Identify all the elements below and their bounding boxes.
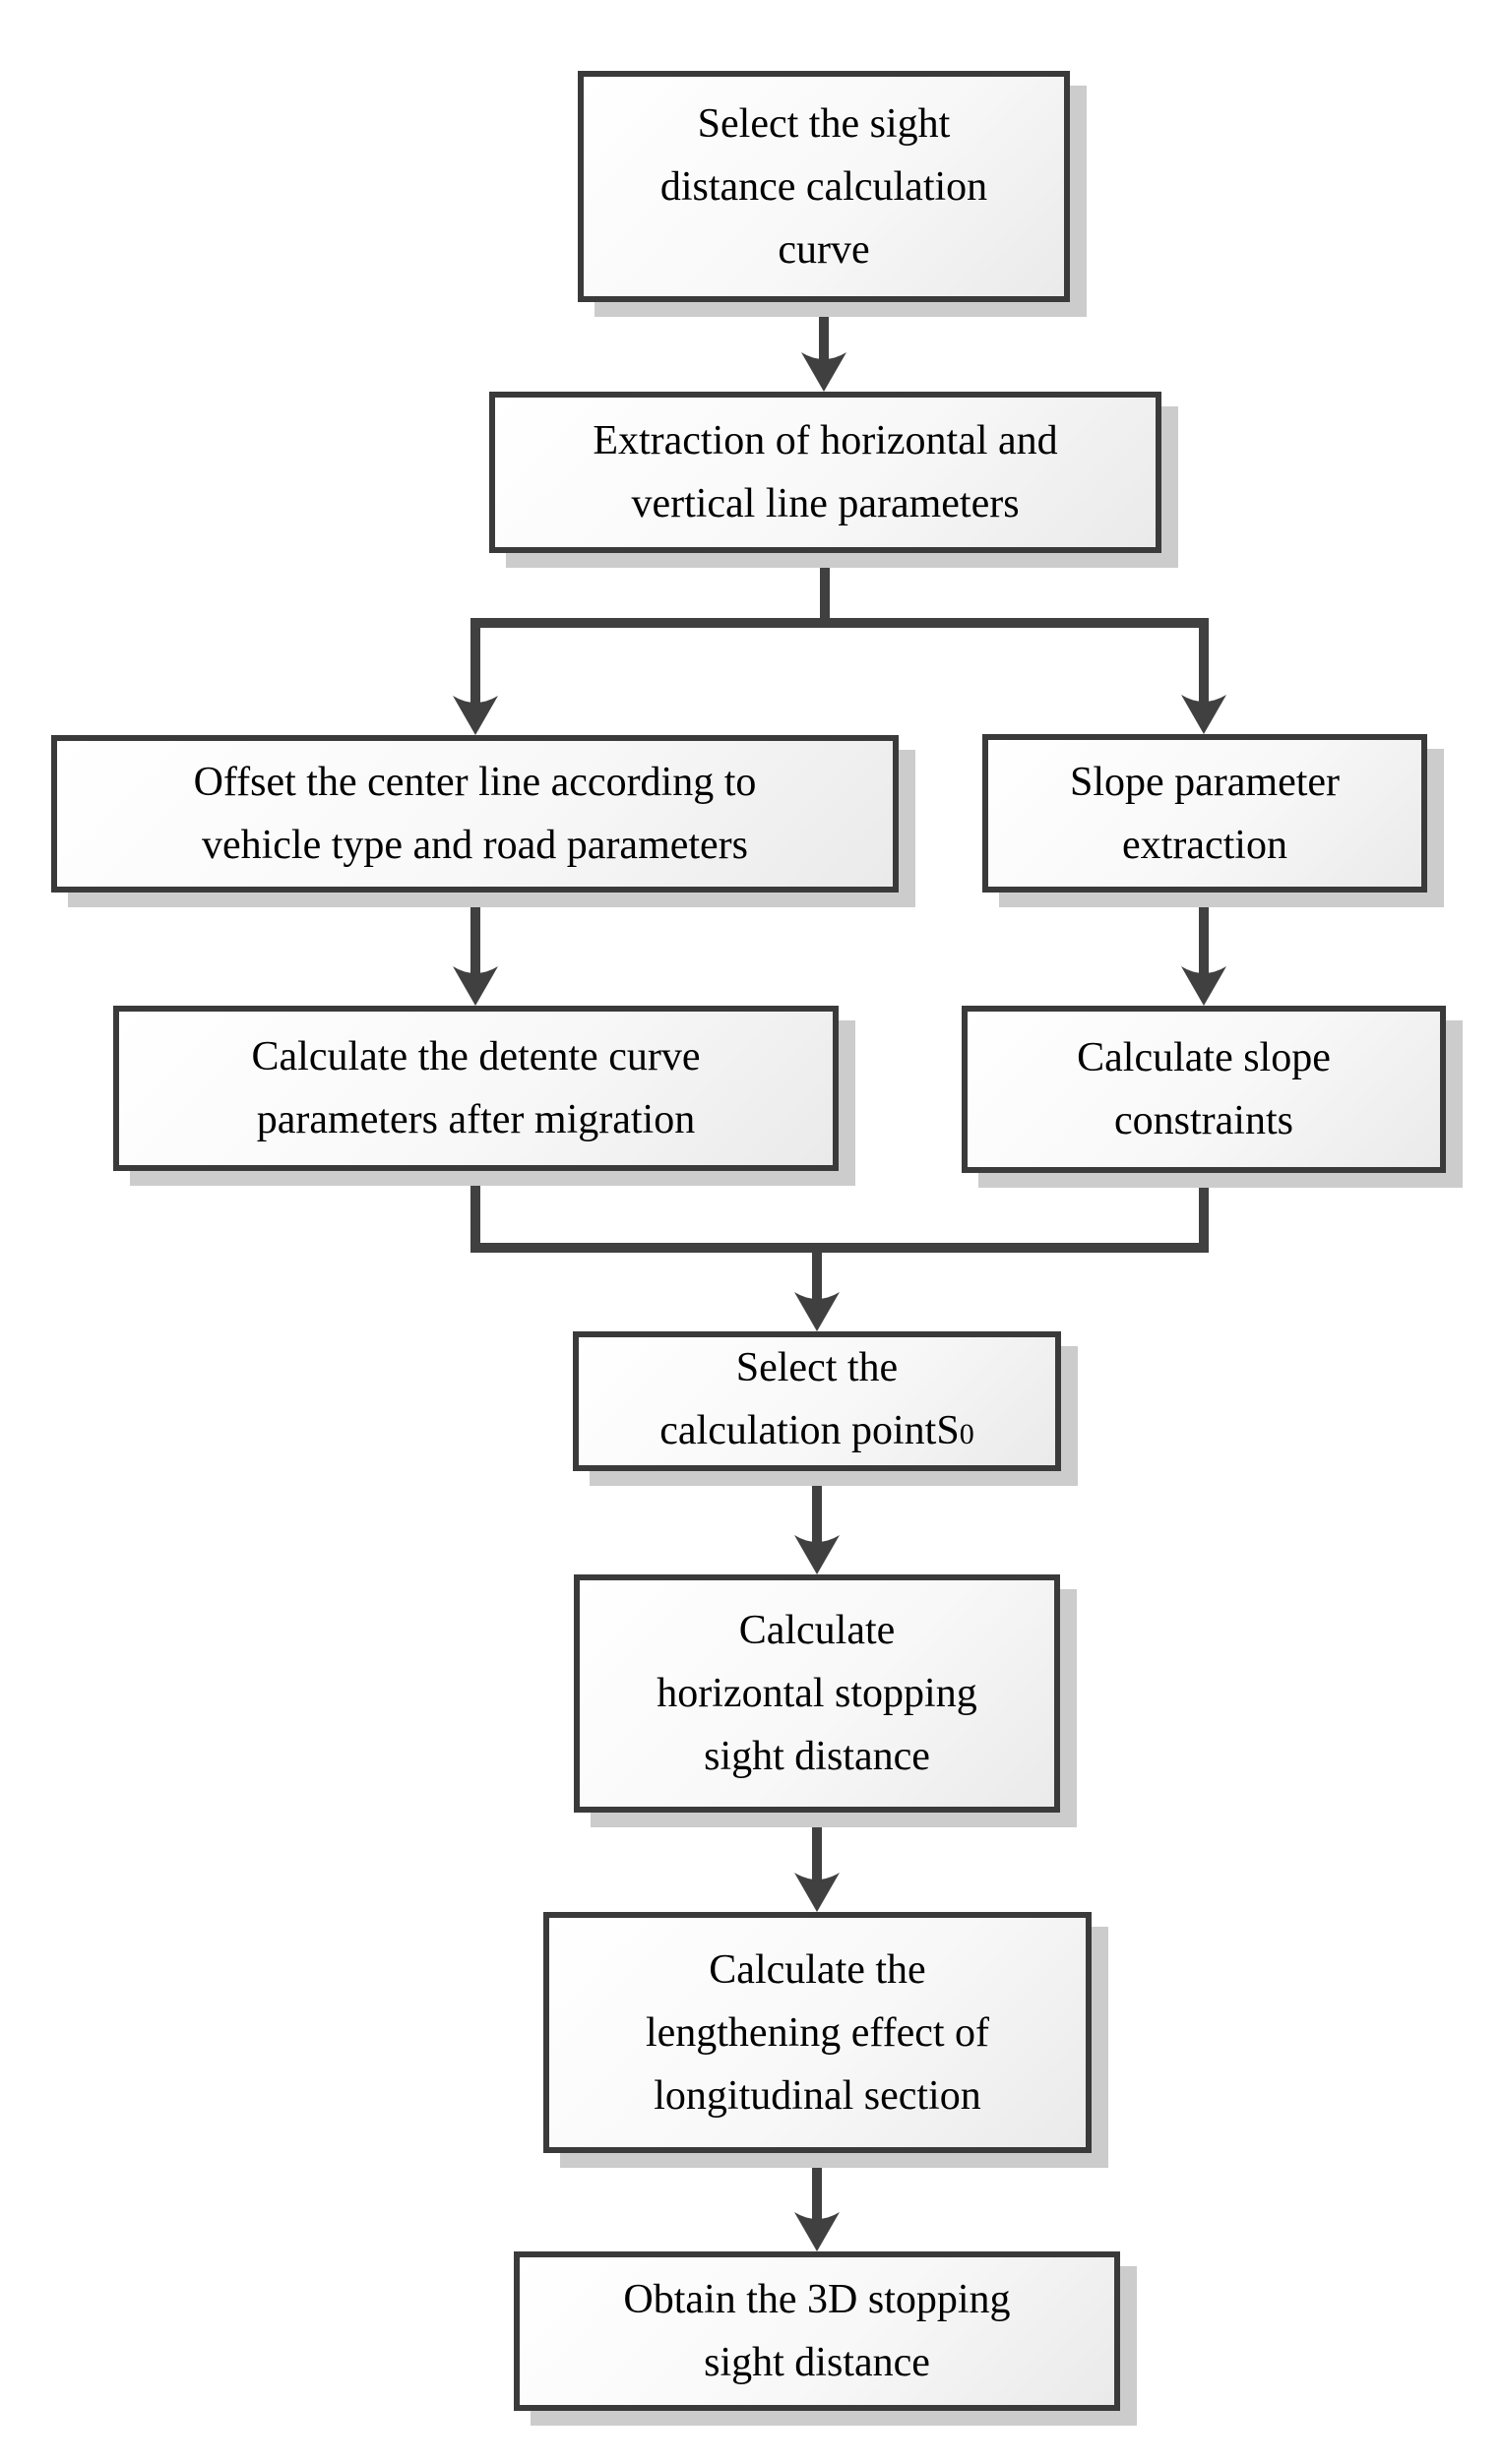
node-offset-centerline-label: Offset the center line according to vehi… [193,760,757,868]
node-extract-params-label: Extraction of horizontal and vertical li… [593,418,1058,526]
arrowhead-icon [453,696,498,735]
node-lengthening-effect-label: Calculate the lengthening effect of long… [645,1946,990,2119]
node-select-curve: Select the sight distance calculation cu… [578,71,1070,302]
node-slope-constraints: Calculate slope constraints [962,1006,1446,1173]
node-horizontal-ssd: Calculate horizontal stopping sight dist… [574,1574,1060,1813]
arrowhead-icon [794,1292,840,1331]
arrowhead-icon [1181,966,1226,1006]
arrowhead-icon [794,1535,840,1574]
node-lengthening-effect: Calculate the lengthening effect of long… [543,1912,1092,2153]
node-slope-extraction-label: Slope parameter extraction [1069,759,1341,868]
arrowhead-icon [794,1873,840,1912]
node-select-point-text: Select the calculation pointS [659,1345,960,1453]
arrowhead-icon [794,2212,840,2251]
node-select-point-subscript: 0 [959,1418,974,1450]
node-horizontal-ssd-label: Calculate horizontal stopping sight dist… [657,1608,977,1779]
node-slope-extraction: Slope parameter extraction [982,734,1427,893]
node-obtain-3d-ssd: Obtain the 3D stopping sight distance [514,2251,1120,2411]
node-select-point-label: Select the calculation pointS0 [659,1336,973,1466]
node-detente-curve: Calculate the detente curve parameters a… [113,1006,839,1171]
node-detente-curve-label: Calculate the detente curve parameters a… [251,1034,701,1142]
node-offset-centerline: Offset the center line according to vehi… [51,735,899,893]
node-select-curve-label: Select the sight distance calculation cu… [659,100,988,273]
arrowhead-icon [1181,695,1226,734]
node-slope-constraints-label: Calculate slope constraints [1077,1035,1331,1143]
node-extract-params: Extraction of horizontal and vertical li… [489,392,1161,553]
arrowhead-icon [801,352,846,392]
node-select-point: Select the calculation pointS0 [573,1331,1061,1471]
arrowhead-icon [453,966,498,1006]
node-obtain-3d-ssd-label: Obtain the 3D stopping sight distance [623,2277,1011,2385]
